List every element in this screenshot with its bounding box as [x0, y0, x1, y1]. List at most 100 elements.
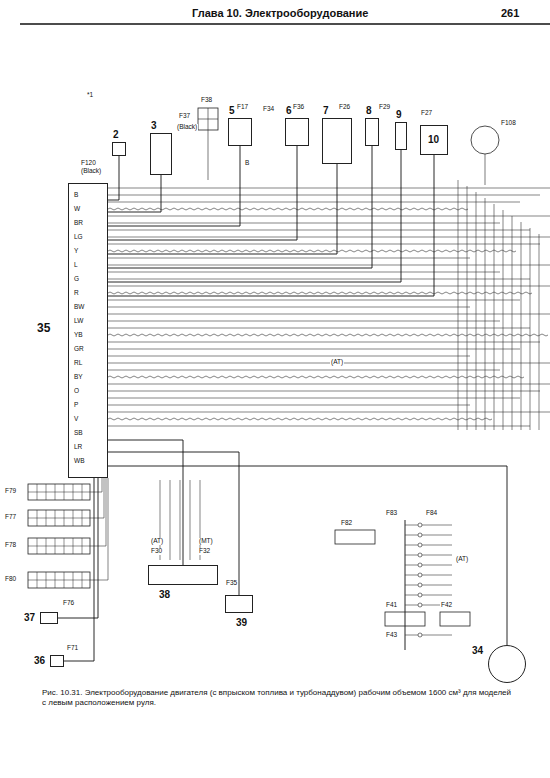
connector-label: F30	[150, 548, 163, 555]
wire	[108, 265, 550, 266]
wire	[503, 210, 504, 430]
component-box: 9	[395, 122, 407, 150]
pin-name: GR	[73, 346, 85, 353]
wire-connector	[108, 164, 337, 254]
connector-label: F43	[385, 632, 398, 639]
wire	[90, 478, 104, 518]
wire	[405, 635, 452, 636]
callout-number: 8	[366, 106, 372, 116]
callout-number: 7	[323, 106, 329, 116]
connector-block	[385, 612, 425, 626]
wire-connector	[108, 155, 434, 296]
component-box: 3	[150, 133, 172, 175]
wire	[476, 192, 477, 430]
pin-name: LG	[73, 234, 84, 241]
chapter-title: Глава 10. Электрооборудование	[192, 7, 368, 19]
connector-label: F76	[62, 600, 75, 607]
wire	[494, 204, 495, 430]
wire	[108, 314, 550, 315]
terminal	[418, 543, 422, 547]
wire	[108, 307, 470, 308]
connector-label: F17	[236, 104, 249, 111]
callout-number: 39	[236, 618, 247, 628]
connector-block	[28, 484, 90, 500]
wire	[539, 234, 540, 430]
component-box: 7	[322, 118, 352, 164]
component-box: 37	[40, 612, 58, 624]
component-box: 8	[365, 118, 379, 146]
connector-block	[28, 572, 90, 588]
wire	[108, 321, 500, 322]
wire	[108, 195, 540, 196]
wire	[108, 391, 540, 392]
wire	[405, 585, 452, 586]
wire	[405, 575, 452, 576]
callout-number: 10	[428, 135, 439, 145]
connector-grid	[28, 492, 90, 493]
callout-number: 3	[151, 121, 157, 131]
component-box: 10	[420, 125, 448, 155]
wire	[170, 480, 171, 560]
component-box: 6	[285, 118, 309, 146]
connector-grid	[28, 580, 90, 581]
pin-name: P	[73, 402, 79, 409]
pin-name: WB	[73, 458, 85, 465]
component-box: 39	[225, 595, 253, 613]
connector-label: F77	[4, 514, 17, 521]
terminal	[418, 593, 422, 597]
callout-number: 2	[113, 130, 119, 140]
wire	[108, 286, 550, 287]
pin-name: O	[73, 388, 80, 395]
pin-name: BW	[73, 304, 85, 311]
callout-number: 5	[229, 106, 235, 116]
connector-label: F83	[385, 510, 398, 517]
wire	[485, 154, 486, 185]
wire	[108, 405, 470, 406]
connector-label: (Black)	[176, 124, 198, 131]
connector-label: F29	[378, 104, 391, 111]
connector-label: *1	[86, 92, 94, 99]
connector-label: F37	[178, 113, 191, 120]
wire	[108, 356, 470, 357]
connector-block	[28, 510, 90, 526]
terminal	[418, 633, 422, 637]
wire	[530, 228, 531, 430]
wire	[208, 130, 209, 180]
wire-connector	[108, 146, 372, 268]
connector-label: F71	[66, 645, 79, 652]
component-box: 36	[50, 655, 64, 667]
pin-name: YB	[73, 332, 84, 339]
connector-label: F79	[4, 488, 17, 495]
wire	[108, 363, 550, 364]
connector-grid	[28, 518, 90, 519]
connector-grid	[198, 119, 218, 120]
wire	[108, 412, 550, 413]
connector-label: B	[244, 160, 250, 167]
component-box: 5	[228, 118, 252, 146]
connector-block	[198, 108, 218, 130]
wire	[108, 237, 550, 238]
shielded-wire	[108, 208, 468, 210]
connector-label: F108	[500, 120, 517, 127]
connector-label: (AT)	[455, 556, 469, 563]
connector-label: F32	[198, 548, 211, 555]
pin-name: SB	[73, 430, 84, 437]
terminal	[418, 523, 422, 527]
wire-connector	[108, 452, 239, 595]
connector-label: (AT)	[150, 538, 164, 545]
callout-number: 35	[37, 322, 50, 334]
wire	[180, 480, 181, 560]
connector-label: F120	[80, 160, 97, 167]
pin-name: BR	[73, 220, 84, 227]
connector-label: F42	[440, 602, 453, 609]
connector-label: F78	[4, 542, 17, 549]
component-box: 34	[488, 645, 526, 683]
wire	[405, 545, 452, 546]
connector-label: F41	[385, 602, 398, 609]
component-box: 38	[148, 565, 218, 585]
pin-name: RL	[73, 360, 83, 367]
connector-label: F26	[338, 104, 351, 111]
wire	[108, 188, 550, 189]
connector-label: F27	[420, 110, 433, 117]
connector-block	[28, 538, 90, 554]
